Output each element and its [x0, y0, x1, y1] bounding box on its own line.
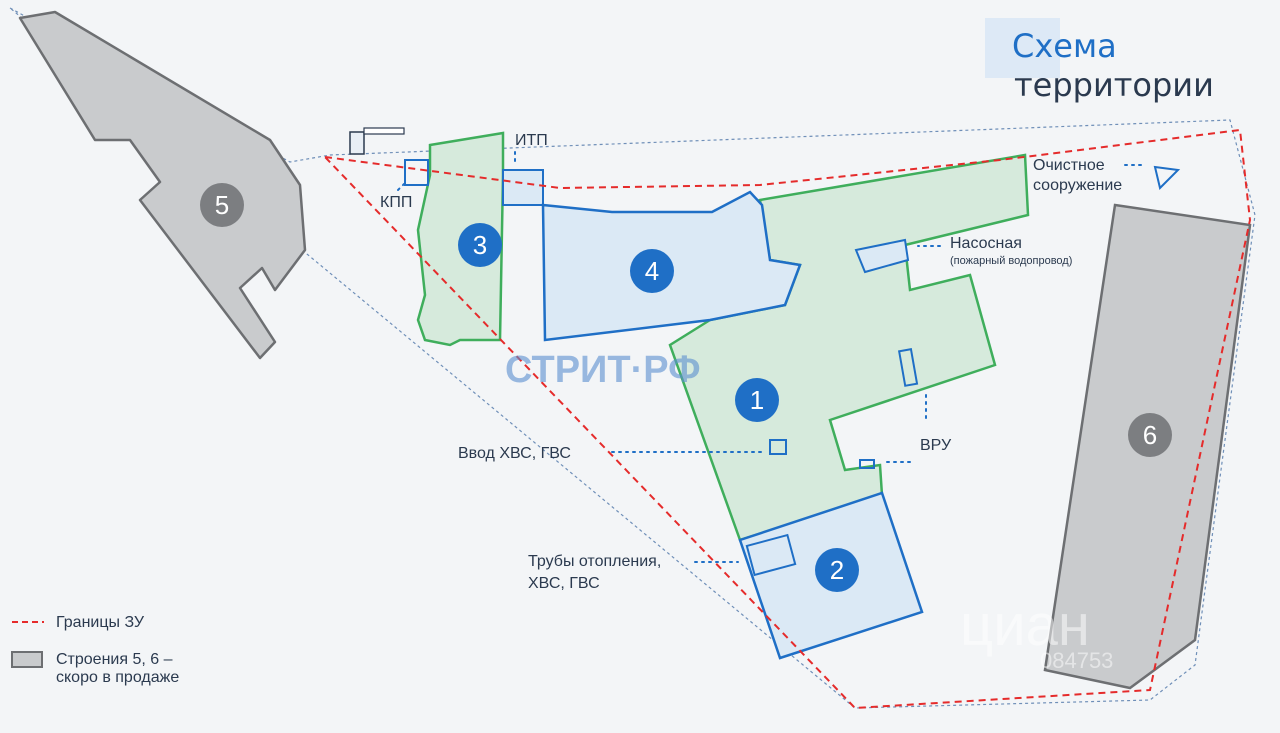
territory-outline: [9, 7, 1256, 709]
svg-text:3: 3: [473, 230, 487, 260]
badge-1: 1: [735, 378, 779, 422]
legend-buildings-label-2: скоро в продаже: [56, 669, 179, 686]
kpp-label: КПП: [380, 194, 412, 211]
cian-watermark: циан: [960, 593, 1090, 658]
vru-label: ВРУ: [920, 437, 952, 454]
water-input-label: Ввод ХВС, ГВС: [458, 445, 571, 462]
legend-boundary-label: Границы ЗУ: [56, 614, 145, 631]
svg-text:5: 5: [215, 190, 229, 220]
badge-3: 3: [458, 223, 502, 267]
svg-text:6: 6: [1143, 420, 1157, 450]
pipes-label-2: ХВС, ГВС: [528, 575, 600, 592]
badge-5: 5: [200, 183, 244, 227]
svg-text:2: 2: [830, 555, 844, 585]
barrier-icon: [349, 127, 405, 155]
treatment-icon: [1153, 165, 1181, 190]
cian-id-watermark: 084753: [1040, 648, 1113, 673]
kpp-box[interactable]: [404, 159, 429, 186]
title-backdrop: [985, 18, 1060, 78]
water-input-box: [769, 439, 787, 455]
treatment-label-1: Очистное: [1033, 157, 1105, 174]
svg-text:1: 1: [750, 385, 764, 415]
pump-label-2: (пожарный водопровод): [950, 255, 1072, 267]
land-boundary: [322, 128, 1252, 710]
title-line1: Схема: [1012, 27, 1117, 65]
itp-box[interactable]: [502, 169, 544, 206]
badge-2: 2: [815, 548, 859, 592]
pipes-room: [745, 533, 797, 577]
title-line2: территории: [1014, 66, 1214, 104]
vru-box: [859, 459, 875, 469]
legend-buildings-swatch: [11, 651, 43, 668]
technical-room: [897, 348, 919, 387]
pump-label-1: Насосная: [950, 235, 1022, 252]
strit-watermark: СТРИТ·РФ: [505, 349, 701, 391]
legend-buildings-label-1: Строения 5, 6 –: [56, 651, 173, 668]
building-5[interactable]: [18, 10, 307, 360]
itp-label: ИТП: [515, 132, 548, 149]
svg-text:4: 4: [645, 256, 659, 286]
badge-6: 6: [1128, 413, 1172, 457]
treatment-label-2: сооружение: [1033, 177, 1122, 194]
pipes-label-1: Трубы отопления,: [528, 553, 661, 570]
badge-4: 4: [630, 249, 674, 293]
pump-room[interactable]: [854, 238, 910, 274]
